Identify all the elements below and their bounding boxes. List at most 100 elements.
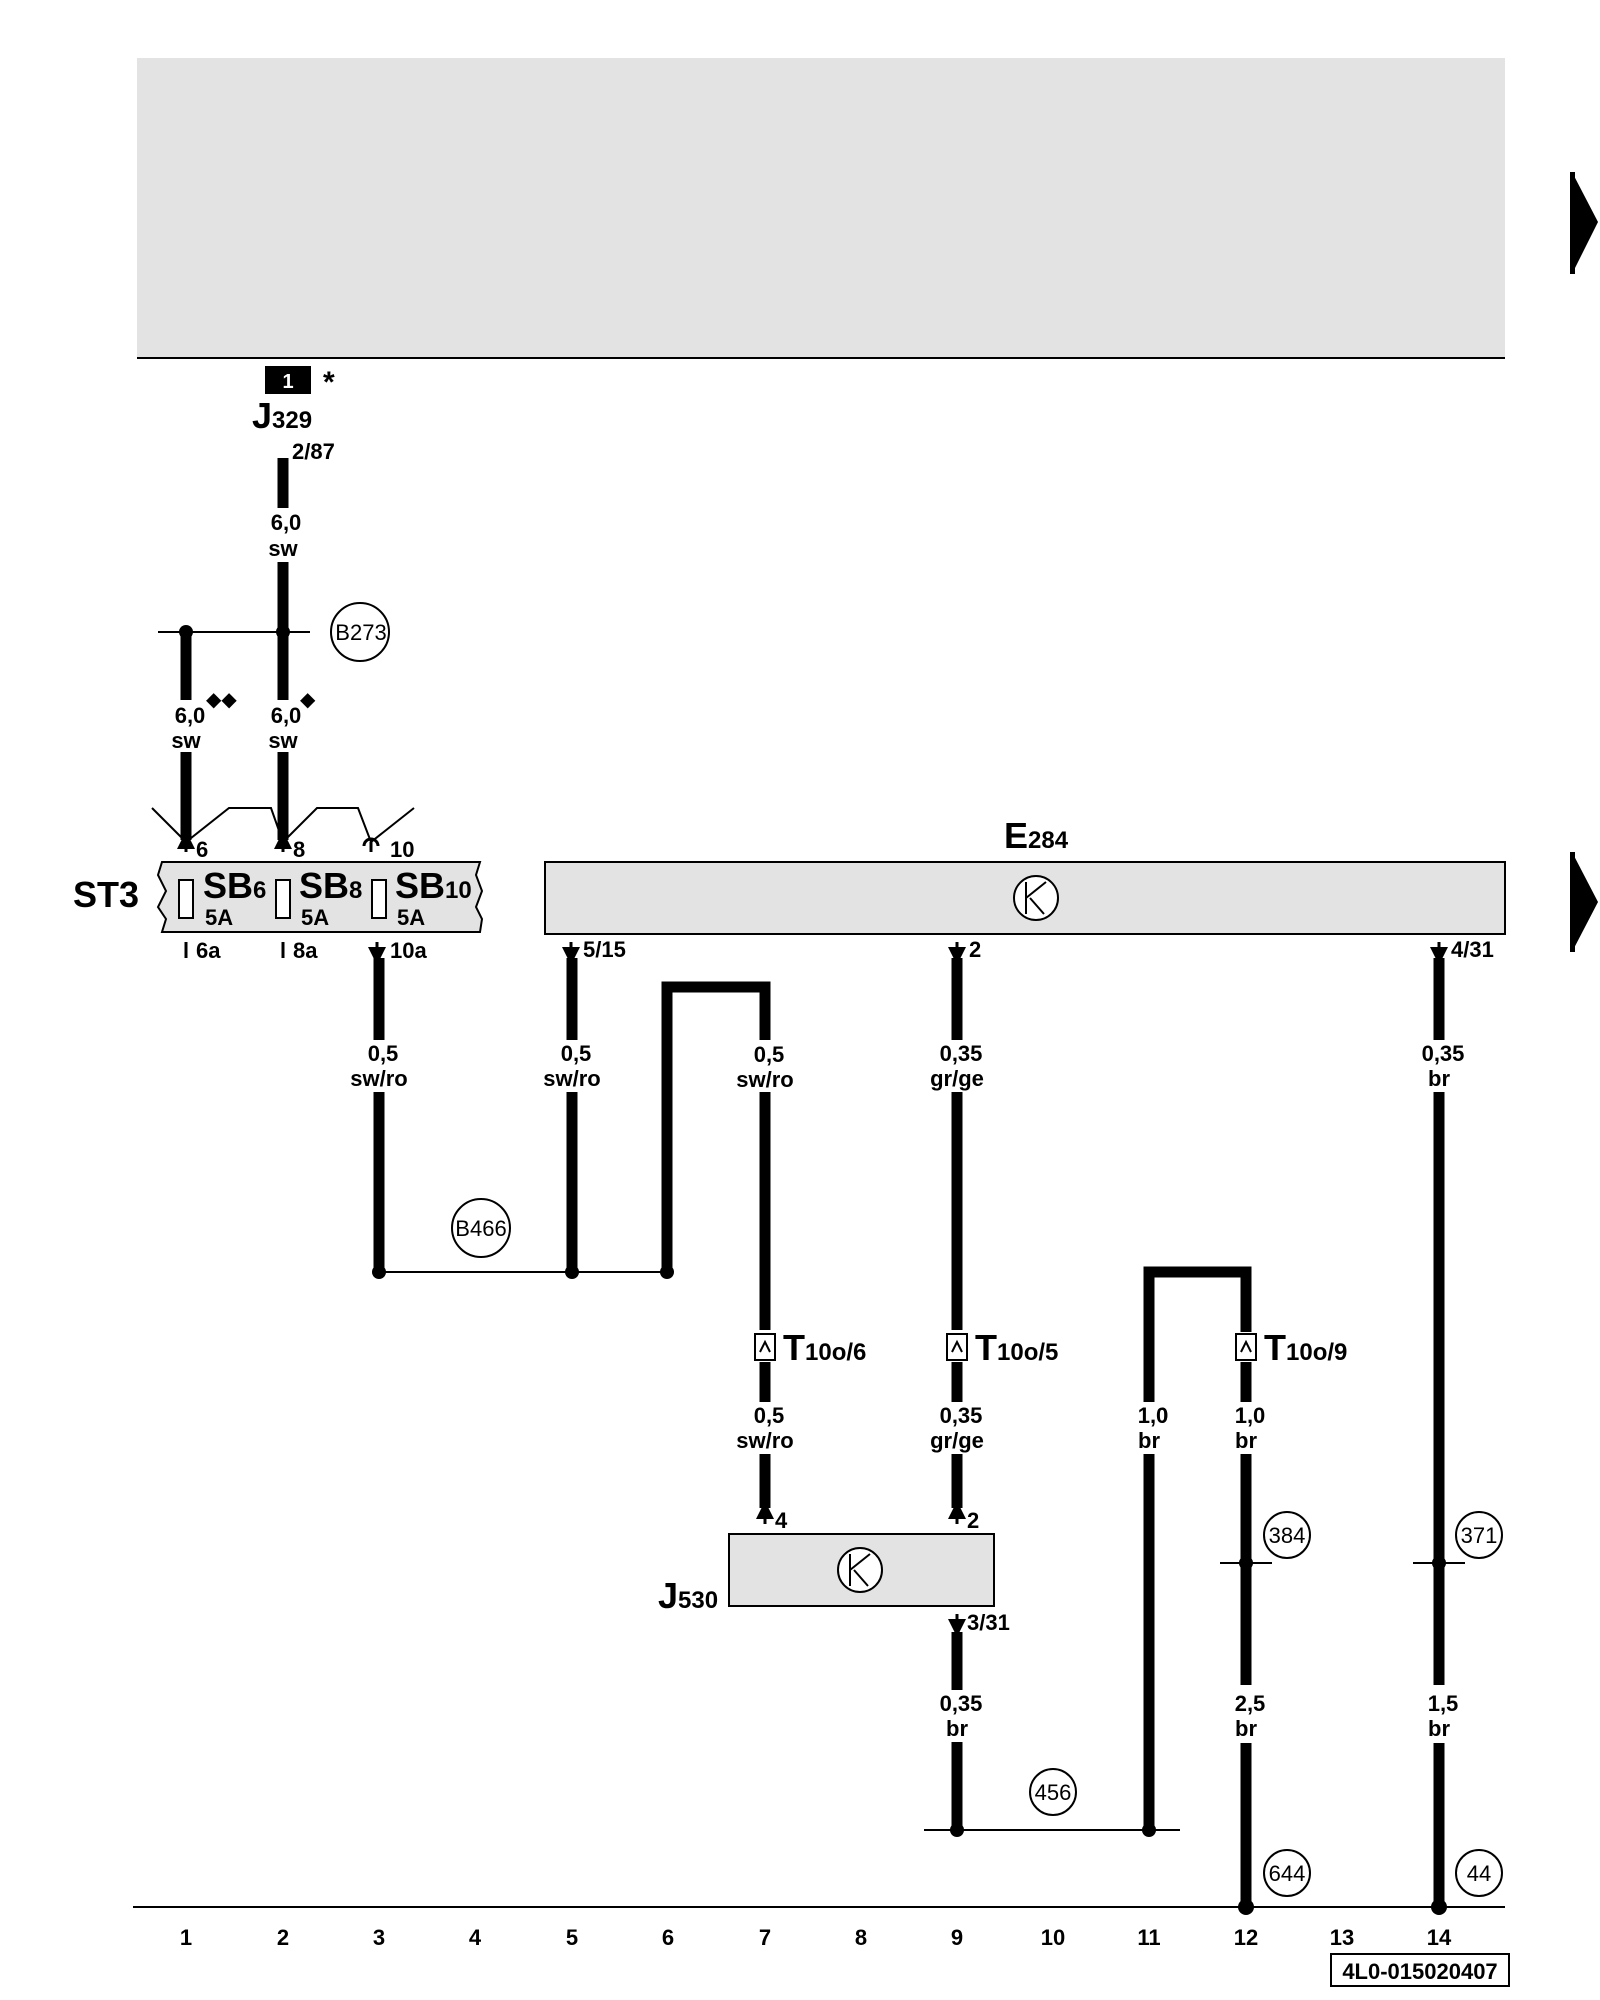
column-number: 11 (1137, 1925, 1160, 1950)
j530-pin: 3/31 (967, 1610, 1010, 1635)
wire-label-color: br (946, 1716, 968, 1741)
wire-label-color: br (1428, 1716, 1450, 1741)
connection-point-371 (1455, 1511, 1503, 1559)
st3-fuse-strip (156, 861, 484, 933)
junction-dot (1432, 1556, 1446, 1570)
junction-dot (1142, 1823, 1156, 1837)
junction-dot (276, 625, 290, 639)
wire-label-size: 1,5 (1428, 1691, 1459, 1716)
j530-pin: 2 (967, 1508, 979, 1533)
wire-label-size: 0,5 (754, 1403, 785, 1428)
e284-pin: 4/31 (1451, 937, 1494, 962)
header-band (137, 58, 1505, 358)
fuse-icon-sb8 (275, 879, 291, 919)
connector-icon-glyph (1240, 1339, 1252, 1353)
column-number: 4 (469, 1925, 482, 1950)
wire-label-color: sw (268, 536, 298, 561)
connection-point-label: 644 (1269, 1861, 1306, 1886)
fuse-pin-bottom: 10a (390, 938, 427, 963)
wire-loop-456 (1143, 1266, 1252, 1830)
connection-point-label: 456 (1035, 1780, 1072, 1805)
wire-label-size: 6,0 (271, 703, 302, 728)
column-number: 13 (1330, 1925, 1354, 1950)
wire-label-color: br (1138, 1428, 1160, 1453)
wire-label-gap (1423, 1685, 1455, 1743)
e284-label: E284 (1004, 815, 1069, 856)
fuse-sb6-label: SB6 (203, 865, 266, 906)
column-number: 10 (1041, 1925, 1065, 1950)
document-code: 4L0-015020407 (1342, 1959, 1497, 1984)
next-page-arrow-icon[interactable] (1572, 172, 1598, 274)
column-number: 7 (759, 1925, 771, 1950)
wire-label-size: 1,0 (1235, 1403, 1266, 1428)
wire-loop-to-t10o6 (661, 981, 771, 1272)
column-number: 1 (180, 1925, 192, 1950)
wire-label-size: 6,0 (271, 510, 302, 535)
fuse-icon-sb6 (178, 879, 194, 919)
connection-point-label: 384 (1269, 1523, 1306, 1548)
wire-label-size: 0,35 (1422, 1041, 1465, 1066)
junction-dot (372, 1265, 386, 1279)
wire-label-size: 0,35 (940, 1041, 983, 1066)
fuse-sb10-label: SB10 (395, 865, 472, 906)
connection-point-label: 44 (1467, 1861, 1491, 1886)
wire-label-color: gr/ge (930, 1428, 984, 1453)
wire-label-color: br (1235, 1428, 1257, 1453)
junction-dot (565, 1265, 579, 1279)
next-page-arrow-bar-icon-2 (1570, 852, 1575, 952)
column-number: 12 (1234, 1925, 1258, 1950)
e284-pin: 2 (969, 937, 981, 962)
j329-pin: 2/87 (292, 439, 335, 464)
connection-point-label: B273 (335, 620, 386, 645)
fuse-sb8-label: SB8 (299, 865, 362, 906)
wire-label-color: sw/ro (543, 1066, 600, 1091)
wire-label-color: br (1235, 1716, 1257, 1741)
j329-label: J329 (252, 395, 312, 436)
wire-label-color: sw/ro (736, 1067, 793, 1092)
wire-label-gap (1136, 1402, 1162, 1454)
control-unit-icon-glyph (849, 1553, 871, 1587)
column-number: 8 (855, 1925, 867, 1950)
document-code-box (1330, 1953, 1510, 1987)
fuse-sb8-rating: 5A (301, 905, 329, 930)
wire-label-color: gr/ge (930, 1066, 984, 1091)
column-number: 3 (373, 1925, 385, 1950)
connector-icon-t10o5 (946, 1333, 968, 1361)
junction-dot (950, 1823, 964, 1837)
connector-icon-t10o6 (754, 1333, 776, 1361)
pin-arc (362, 837, 380, 852)
connector-icon-glyph (951, 1339, 963, 1353)
fuse-pin-bottom: 8a (293, 938, 318, 963)
wire-label-gap (1230, 1685, 1262, 1743)
junction-dot (660, 1265, 674, 1279)
control-unit-icon-glyph (1025, 881, 1047, 915)
column-numbers: 1 2 3 4 5 6 7 8 9 10 11 12 13 14 (180, 1925, 1452, 1950)
next-page-arrow-bar-icon (1570, 172, 1575, 274)
fuse-pin-top: 8 (293, 837, 305, 862)
next-page-arrow-icon-2[interactable] (1572, 852, 1598, 952)
asterisk-mark: * (323, 366, 335, 399)
wire-label-size: 0,35 (940, 1403, 983, 1428)
wire-label-size: 0,35 (940, 1691, 983, 1716)
connection-point-384 (1263, 1511, 1311, 1559)
connector-t10o5-label: T10o/5 (975, 1327, 1058, 1368)
j530-pin: 4 (775, 1508, 788, 1533)
fuse-pin-bottom: 6a (196, 938, 221, 963)
fuse-sb10-rating: 5A (397, 905, 425, 930)
wire-label-color: sw (171, 728, 201, 753)
warning-badge-number: 1 (282, 371, 293, 393)
wire-label-size: 2,5 (1235, 1691, 1266, 1716)
connection-point-b466 (451, 1198, 511, 1258)
wire-label-color: br (1428, 1066, 1450, 1091)
wire-label-size: 0,5 (368, 1041, 399, 1066)
connection-point-644 (1263, 1849, 1311, 1897)
column-number: 5 (566, 1925, 578, 1950)
j530-label: J530 (658, 1575, 718, 1616)
warning-badge (265, 366, 311, 394)
connection-point-label: B466 (455, 1216, 506, 1241)
wire-label-size: 0,5 (754, 1042, 785, 1067)
connection-point-44 (1455, 1849, 1503, 1897)
e284-pin: 5/15 (583, 937, 626, 962)
connection-point-b273 (330, 602, 390, 662)
connection-point-label: 371 (1461, 1523, 1498, 1548)
